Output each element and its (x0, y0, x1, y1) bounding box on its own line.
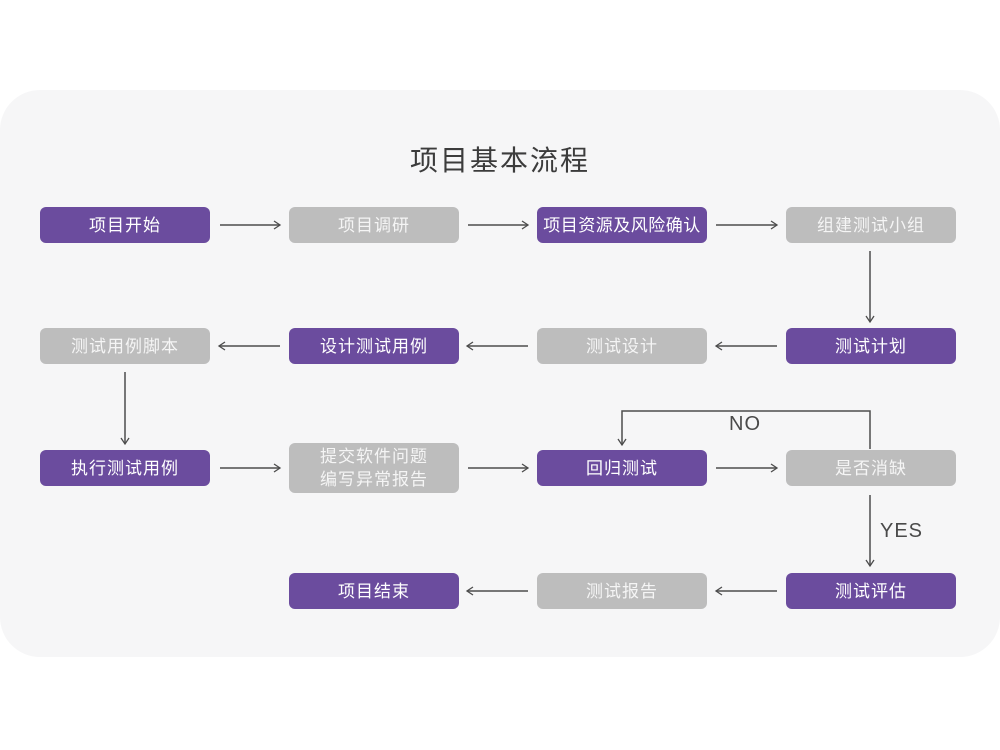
flow-node-label: 测试报告 (586, 581, 658, 601)
flow-node-build-test-team: 组建测试小组 (786, 207, 956, 243)
flow-node-submit-issue-report: 提交软件问题 编写异常报告 (289, 443, 459, 493)
flow-node-label: 测试评估 (835, 581, 907, 601)
flow-node-label: 执行测试用例 (71, 458, 179, 478)
flow-node-test-design: 测试设计 (537, 328, 707, 364)
flow-node-label-line2: 编写异常报告 (320, 470, 428, 489)
flow-node-label: 是否消缺 (835, 458, 907, 478)
flow-node-project-start: 项目开始 (40, 207, 210, 243)
edge-label-no: NO (729, 413, 761, 435)
flow-node-project-resources-risk: 项目资源及风险确认 (537, 207, 707, 243)
flow-node-label: 设计测试用例 (320, 336, 428, 356)
flow-node-label: 项目调研 (338, 215, 410, 235)
flowchart-card (0, 90, 1000, 657)
flow-node-label: 回归测试 (586, 458, 658, 478)
flow-node-test-report: 测试报告 (537, 573, 707, 609)
diagram-title: 项目基本流程 (409, 145, 590, 176)
flow-node-project-end: 项目结束 (289, 573, 459, 609)
flow-node-test-plan: 测试计划 (786, 328, 956, 364)
flow-node-label: 组建测试小组 (817, 215, 925, 235)
flow-node-execute-test-case: 执行测试用例 (40, 450, 210, 486)
flow-node-label: 项目开始 (89, 215, 161, 235)
flow-node-label-line1: 提交软件问题 (320, 447, 428, 466)
flow-node-test-case-script: 测试用例脚本 (40, 328, 210, 364)
flow-node-label: 测试计划 (835, 336, 907, 356)
flow-node-label: 测试用例脚本 (71, 336, 179, 356)
flow-node-label: 项目资源及风险确认 (543, 215, 701, 235)
flow-node-design-test-case: 设计测试用例 (289, 328, 459, 364)
flow-node-label: 测试设计 (586, 336, 658, 356)
flow-node-defect-resolved: 是否消缺 (786, 450, 956, 486)
flow-node-project-research: 项目调研 (289, 207, 459, 243)
flow-node-test-evaluation: 测试评估 (786, 573, 956, 609)
edge-label-yes: YES (880, 520, 924, 542)
flow-node-label: 项目结束 (338, 581, 410, 601)
flow-node-regression-test: 回归测试 (537, 450, 707, 486)
